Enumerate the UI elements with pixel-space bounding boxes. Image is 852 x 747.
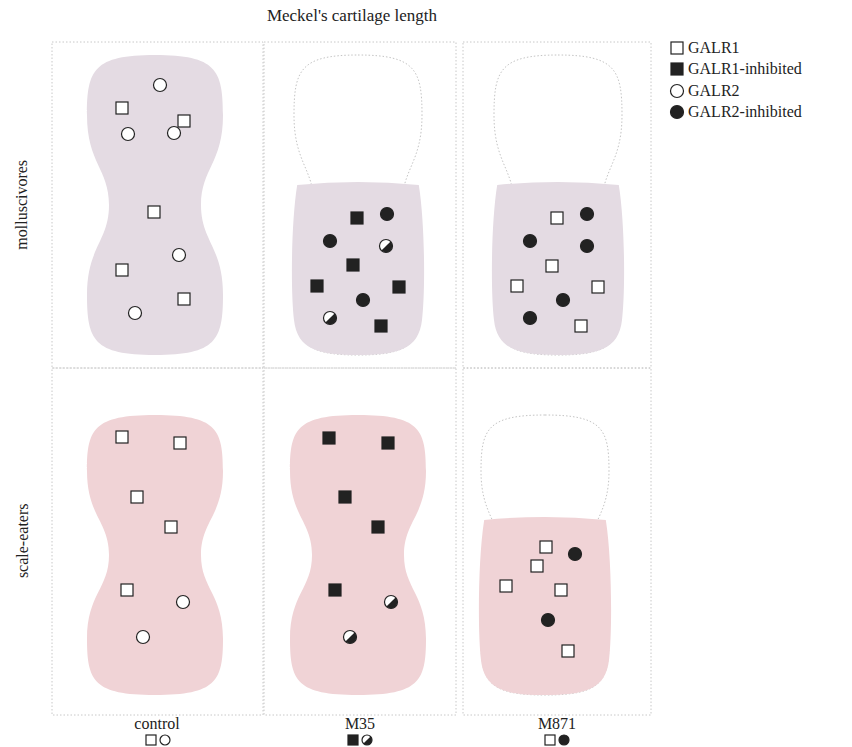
panel-frames [52, 42, 651, 715]
galr2-half-symbol [380, 240, 393, 253]
galr1-inhibited-symbol [329, 584, 341, 596]
galr2-symbol [173, 249, 186, 262]
galr1-symbol [592, 281, 604, 293]
galr2-inhibited-symbol [524, 312, 537, 325]
galr1-symbol [165, 521, 177, 533]
galr1-symbol [116, 431, 128, 443]
panel-frame [463, 368, 651, 715]
column-label: control [134, 715, 179, 733]
galr1-symbol [178, 115, 190, 127]
galr1-symbol [545, 735, 555, 745]
galr1-symbol [562, 645, 574, 657]
half-fill [363, 736, 371, 744]
panel-frame [463, 42, 651, 368]
galr1-inhibited-symbol [323, 432, 335, 444]
galr1-symbol [116, 102, 128, 114]
panel-frame [52, 368, 263, 715]
galr1-inhibited-symbol [393, 281, 405, 293]
legend-label: GALR1-inhibited [688, 60, 802, 78]
half-fill [381, 241, 392, 252]
legend-label: GALR1 [688, 39, 740, 57]
galr1-inhibited-symbol [372, 521, 384, 533]
galr1-symbol [146, 735, 156, 745]
cartilage-short [492, 182, 624, 355]
galr1-symbol [178, 293, 190, 305]
cartilage-full [87, 415, 223, 695]
receptor-symbols [116, 42, 684, 745]
galr1-inhibited-symbol [351, 212, 363, 224]
galr1-symbol [531, 560, 543, 572]
cartilage-full [87, 55, 223, 355]
half-fill [345, 632, 356, 643]
galr2-inhibited-symbol [524, 235, 537, 248]
galr2-inhibited-symbol [381, 208, 394, 221]
galr2-inhibited-symbol [542, 614, 555, 627]
galr1-inhibited-symbol [339, 491, 351, 503]
galr1-symbol [131, 491, 143, 503]
half-fill [386, 597, 397, 608]
galr1-symbol [671, 42, 683, 54]
legend-label: GALR2 [688, 82, 740, 100]
galr1-inhibited-symbol [347, 259, 359, 271]
galr2-symbol [129, 307, 142, 320]
galr2-inhibited-symbol [581, 240, 594, 253]
column-label: M871 [538, 715, 576, 733]
row-label: scale-eaters [13, 504, 31, 579]
panel-frame [52, 42, 263, 368]
cartilage-short [292, 182, 424, 355]
galr2-inhibited-symbol [357, 294, 370, 307]
galr2-symbol [137, 631, 150, 644]
figure-title: Meckel's cartilage length [267, 7, 437, 26]
galr2-symbol [154, 79, 167, 92]
galr2-inhibited-symbol [324, 235, 337, 248]
galr1-symbol [116, 264, 128, 276]
galr1-inhibited-symbol [671, 63, 683, 75]
half-fill [325, 313, 336, 324]
galr2-symbol [671, 85, 684, 98]
legend-label: GALR2-inhibited [688, 103, 802, 121]
galr1-inhibited-symbol [382, 437, 394, 449]
galr2-inhibited-symbol [569, 548, 582, 561]
galr1-inhibited-symbol [375, 320, 387, 332]
galr1-symbol [540, 541, 552, 553]
galr1-symbol [546, 260, 558, 272]
galr1-inhibited-symbol [311, 280, 323, 292]
panel-frame [264, 42, 456, 368]
galr1-symbol [500, 580, 512, 592]
row-label: molluscivores [13, 160, 31, 250]
galr2-symbol [177, 596, 190, 609]
galr1-symbol [148, 206, 160, 218]
cartilage-full [290, 415, 426, 695]
galr1-symbol [555, 584, 567, 596]
galr1-symbol [174, 437, 186, 449]
galr2-inhibited-symbol [581, 208, 594, 221]
galr1-symbol [551, 212, 563, 224]
galr1-symbol [575, 320, 587, 332]
galr2-inhibited-symbol [671, 106, 684, 119]
galr2-half-symbol [385, 596, 398, 609]
panel-frame [264, 368, 456, 715]
galr2-inhibited-symbol [559, 735, 569, 745]
galr2-half-symbol [324, 312, 337, 325]
galr1-inhibited-symbol [348, 735, 358, 745]
galr2-inhibited-symbol [557, 294, 570, 307]
galr2-symbol [160, 735, 170, 745]
galr2-symbol [122, 128, 135, 141]
galr1-symbol [121, 584, 133, 596]
galr2-half-symbol [362, 735, 372, 745]
cartilage-shapes [87, 55, 624, 695]
galr2-half-symbol [344, 631, 357, 644]
column-label: M35 [345, 715, 375, 733]
galr1-symbol [511, 280, 523, 292]
cartilage-short [479, 517, 611, 695]
galr2-symbol [168, 127, 181, 140]
